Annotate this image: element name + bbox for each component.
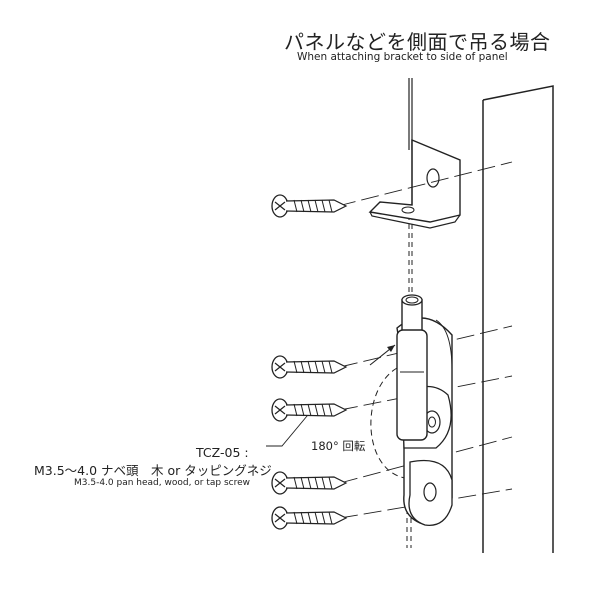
hanging-wire: [406, 78, 413, 548]
screw-icon: [271, 194, 347, 530]
swivel-hanger: [266, 294, 453, 526]
model-label: TCZ-05 :: [196, 445, 249, 460]
wall-panel: [482, 85, 554, 553]
title-english: When attaching bracket to side of panel: [297, 51, 508, 63]
screw-spec-japanese: M3.5～4.0 ナベ頭 木 or タッピングネジ: [34, 463, 272, 478]
angle-bracket: [368, 138, 461, 229]
rotation-label: 180° 回転: [311, 439, 366, 453]
screw-spec-english: M3.5-4.0 pan head, wood, or tap screw: [74, 478, 251, 488]
title-japanese: パネルなどを側面で吊る場合: [284, 30, 551, 54]
